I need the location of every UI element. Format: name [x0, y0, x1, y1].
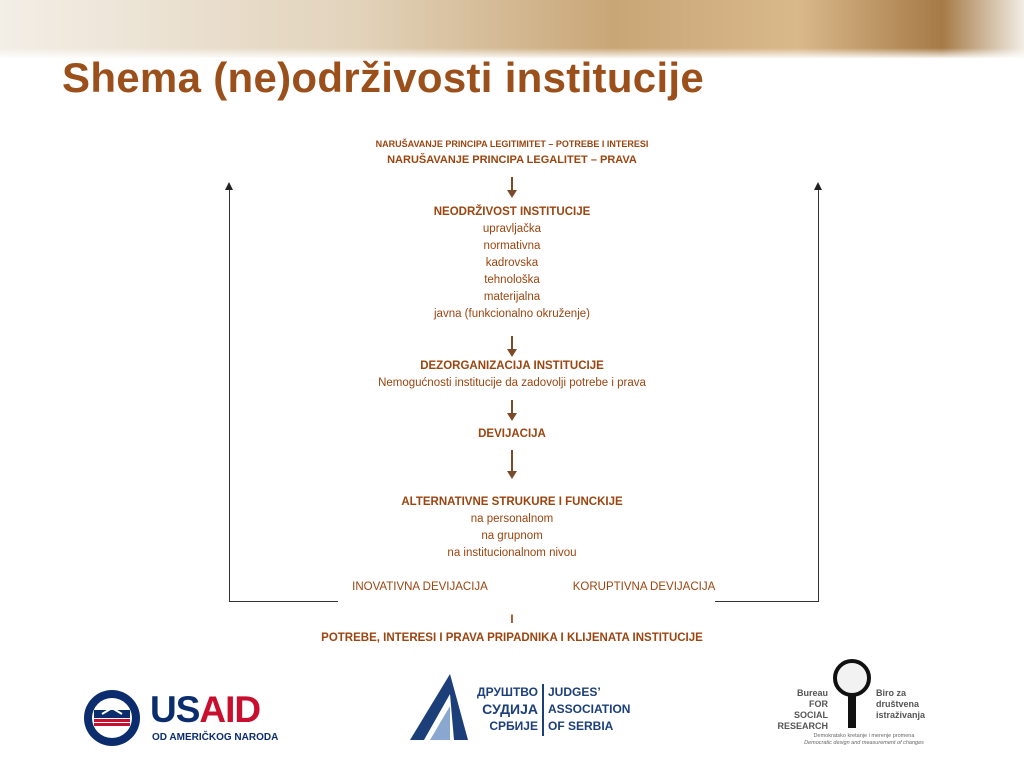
bureau-social-research-logo: Bureau FOR SOCIAL RESEARCH Biro za društ…	[776, 656, 952, 756]
judges-cyr-line: ДРУШТВО	[477, 685, 538, 699]
bureau-en-line: RESEARCH	[777, 721, 828, 731]
judges-lat-line: ASSOCIATION	[548, 702, 631, 716]
right-up-arrowhead	[814, 182, 822, 190]
bureau-en-line: FOR SOCIAL	[793, 699, 828, 720]
usaid-subtitle: OD AMERIČKOG NARODA	[152, 732, 279, 743]
neodrzivost-item: normativna	[483, 240, 541, 252]
bureau-tag-line: Demokratsko kretanje i merenje promena	[813, 733, 915, 739]
left-feedback-line	[229, 190, 230, 601]
judges-cyr-line: СУДИЈА	[482, 701, 538, 717]
arrow-down-1	[507, 177, 517, 198]
dezorganizacija-text: Nemogućnosti institucije da zadovolji po…	[378, 377, 646, 389]
inovativna-devijacija: INOVATIVNA DEVIJACIJA	[352, 581, 488, 593]
magnifier-icon	[833, 659, 871, 728]
judges-lat-line: JUDGES’	[548, 685, 601, 699]
judges-lat-line: OF SERBIA	[548, 719, 614, 733]
neodrzivost-item: materijalna	[483, 291, 541, 303]
usaid-seal-icon	[84, 690, 140, 746]
legalitet-line: NARUŠAVANJE PRINCIPA LEGALITET – PRAVA	[387, 154, 637, 166]
usaid-wordmark: USAID	[150, 689, 261, 730]
alternativne-item: na grupnom	[481, 530, 543, 542]
bureau-sr-line: društvena	[876, 699, 920, 709]
bureau-sr-line: Biro za	[876, 688, 907, 698]
neodrzivost-item: tehnološka	[484, 274, 540, 286]
koruptivna-devijacija: KORUPTIVNA DEVIJACIJA	[572, 581, 716, 593]
judges-divider	[542, 684, 544, 736]
alternativne-item: na personalnom	[470, 513, 554, 525]
usaid-logo: USAID OD AMERIČKOG NARODA	[80, 688, 295, 748]
neodrzivost-heading: NEODRŽIVOST INSTITUCIJE	[433, 206, 591, 218]
bureau-tag-line: Democratic design and measurement of cha…	[804, 740, 924, 746]
left-bottom-line	[229, 601, 338, 602]
bottom-heading: POTREBE, INTERESI I PRAVA PRIPADNIKA I K…	[321, 632, 703, 644]
judges-latin: JUDGES’ ASSOCIATION OF SERBIA	[548, 684, 630, 735]
bureau-english: Bureau FOR SOCIAL RESEARCH	[776, 688, 828, 732]
bureau-en-line: Bureau	[796, 688, 828, 698]
neodrzivost-item: kadrovska	[485, 257, 539, 269]
arrow-down-2	[507, 336, 517, 357]
bureau-tagline: Demokratsko kretanje i merenje promena D…	[782, 733, 946, 747]
triangle-logo-icon	[410, 674, 468, 740]
left-up-arrowhead	[225, 182, 233, 190]
judges-cyr-line: СРБИЈЕ	[489, 719, 538, 733]
devijacija-heading: DEVIJACIJA	[478, 428, 546, 440]
alternativne-item: na institucionalnom nivou	[447, 547, 577, 559]
neodrzivost-item: upravljačka	[482, 223, 542, 235]
header-banner-image	[0, 0, 1024, 58]
bureau-serbian: Biro za društvena istraživanja	[876, 688, 925, 721]
slide-title: Shema (ne)održivosti institucije	[62, 54, 705, 101]
separator-mark: I	[510, 614, 514, 626]
dezorganizacija-heading: DEZORGANIZACIJA INSTITUCIJE	[420, 360, 604, 372]
right-feedback-line	[818, 190, 819, 601]
arrow-down-4	[507, 450, 517, 479]
bureau-sr-line: istraživanja	[876, 710, 926, 720]
right-bottom-line	[715, 601, 819, 602]
judges-cyrillic: ДРУШТВО СУДИЈА СРБИЈЕ	[474, 684, 538, 735]
neodrzivost-item: javna (funkcionalno okruženje)	[434, 308, 590, 320]
alternativne-heading: ALTERNATIVNE STRUKURE I FUNCKIJE	[401, 496, 623, 508]
arrow-down-3	[507, 400, 517, 421]
legitimitet-line: NARUŠAVANJE PRINCIPA LEGITIMITET – POTRE…	[375, 139, 649, 149]
judges-association-logo: ДРУШТВО СУДИЈА СРБИЈЕ JUDGES’ ASSOCIATIO…	[410, 674, 638, 744]
